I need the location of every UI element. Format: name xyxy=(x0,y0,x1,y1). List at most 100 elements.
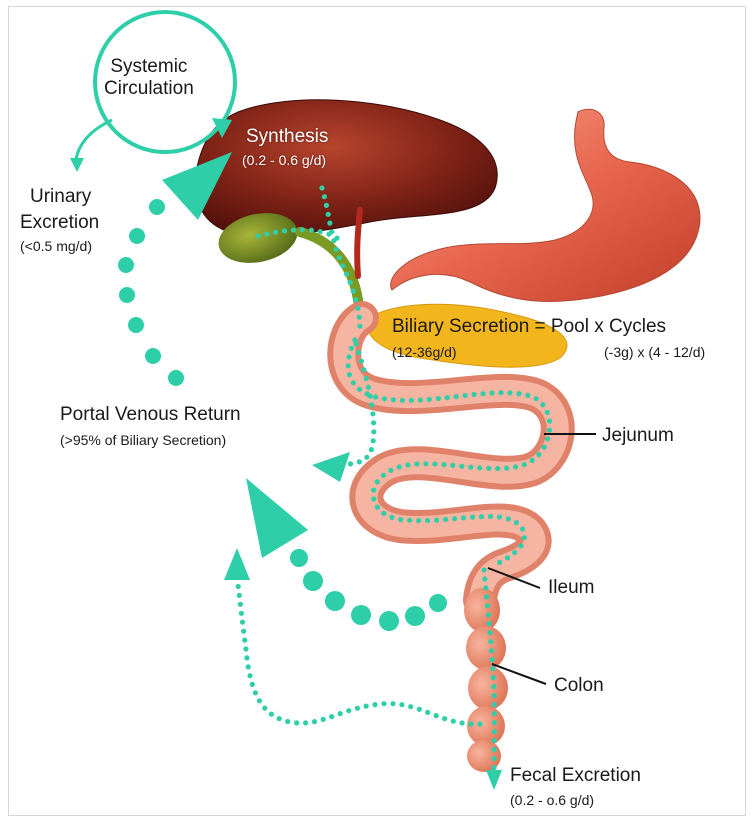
dot xyxy=(368,394,373,399)
biliary-title: Biliary Secretion = Pool x Cycles xyxy=(392,316,666,338)
dot xyxy=(357,315,362,320)
dot xyxy=(405,462,410,467)
dot xyxy=(477,721,482,726)
fecal-title: Fecal Excretion xyxy=(510,765,641,787)
dot xyxy=(488,514,493,519)
dot xyxy=(348,280,353,285)
dot xyxy=(547,419,552,424)
dot xyxy=(241,629,246,634)
dot xyxy=(390,701,395,706)
dot xyxy=(347,372,352,377)
dot xyxy=(497,514,502,519)
dot xyxy=(337,255,342,260)
dot xyxy=(418,397,423,402)
dot xyxy=(294,720,299,725)
fecal-arrowhead xyxy=(486,770,502,790)
dot xyxy=(423,461,428,466)
dot xyxy=(361,367,366,372)
dot xyxy=(545,436,550,441)
dot xyxy=(244,655,249,660)
dot xyxy=(369,402,374,407)
dot xyxy=(497,560,502,565)
dot xyxy=(425,518,430,523)
dot xyxy=(381,701,386,706)
dot xyxy=(425,710,430,715)
dot xyxy=(372,702,377,707)
liver xyxy=(195,100,498,235)
ileum-label: Ileum xyxy=(548,577,594,599)
portal-small-arrowhead xyxy=(312,452,350,482)
dot xyxy=(488,639,493,644)
dot xyxy=(324,203,329,208)
dot xyxy=(371,420,376,425)
dot xyxy=(490,666,495,671)
dot xyxy=(346,708,351,713)
systemic-circulation-label: Systemic Circulation xyxy=(104,56,194,100)
dot xyxy=(505,555,510,560)
dot xyxy=(454,394,459,399)
dot xyxy=(371,488,376,493)
dot xyxy=(407,518,412,523)
dot xyxy=(506,516,511,521)
jejunum-label: Jejunum xyxy=(602,425,674,447)
systemic-line1: Systemic xyxy=(104,56,194,78)
dot xyxy=(388,468,393,473)
fecal-value: (0.2 - o.6 g/d) xyxy=(510,792,594,808)
dot xyxy=(255,233,260,238)
dot xyxy=(536,452,541,457)
dot xyxy=(452,516,457,521)
dot xyxy=(357,387,362,392)
dot xyxy=(485,603,490,608)
dot xyxy=(461,515,466,520)
dot xyxy=(371,429,376,434)
dot xyxy=(381,473,386,478)
dot xyxy=(434,713,439,718)
dot xyxy=(416,518,421,523)
dot xyxy=(357,459,362,464)
dot xyxy=(346,354,351,359)
dot xyxy=(344,272,349,277)
dot xyxy=(534,396,539,401)
dot xyxy=(351,288,356,293)
dot xyxy=(366,385,371,390)
dot xyxy=(237,593,242,598)
intestine-to-portal-dots xyxy=(246,478,447,631)
synthesis-value: (0.2 - 0.6 g/d) xyxy=(242,152,326,168)
dot xyxy=(486,466,491,471)
dot xyxy=(487,630,492,635)
colon-label: Colon xyxy=(554,675,604,697)
dot xyxy=(247,673,252,678)
dot xyxy=(381,511,386,516)
dot xyxy=(545,410,550,415)
dot xyxy=(472,392,477,397)
dot xyxy=(495,466,500,471)
dot xyxy=(319,185,324,190)
dot xyxy=(491,756,496,761)
portal-value: (>95% of Biliary Secretion) xyxy=(60,432,226,448)
dot xyxy=(291,227,296,232)
dot xyxy=(492,738,497,743)
hepatic-duct xyxy=(357,210,360,276)
dot xyxy=(303,720,308,725)
dot xyxy=(468,465,473,470)
dot xyxy=(487,621,492,626)
dot xyxy=(492,711,497,716)
dot xyxy=(513,464,518,469)
dot xyxy=(300,227,305,232)
dot xyxy=(414,461,419,466)
dot xyxy=(470,515,475,520)
dot xyxy=(349,346,354,351)
dot xyxy=(318,229,323,234)
dot xyxy=(441,462,446,467)
dot xyxy=(356,350,361,355)
dot xyxy=(417,707,422,712)
biliary-formula: (-3g) x (4 - 12/d) xyxy=(604,344,705,360)
dot xyxy=(243,646,248,651)
urinary-value: (<0.5 mg/d) xyxy=(20,238,92,254)
dot xyxy=(514,520,519,525)
dot xyxy=(547,428,552,433)
dot xyxy=(327,221,332,226)
dot xyxy=(481,567,486,572)
dot xyxy=(355,706,360,711)
dot xyxy=(427,397,432,402)
